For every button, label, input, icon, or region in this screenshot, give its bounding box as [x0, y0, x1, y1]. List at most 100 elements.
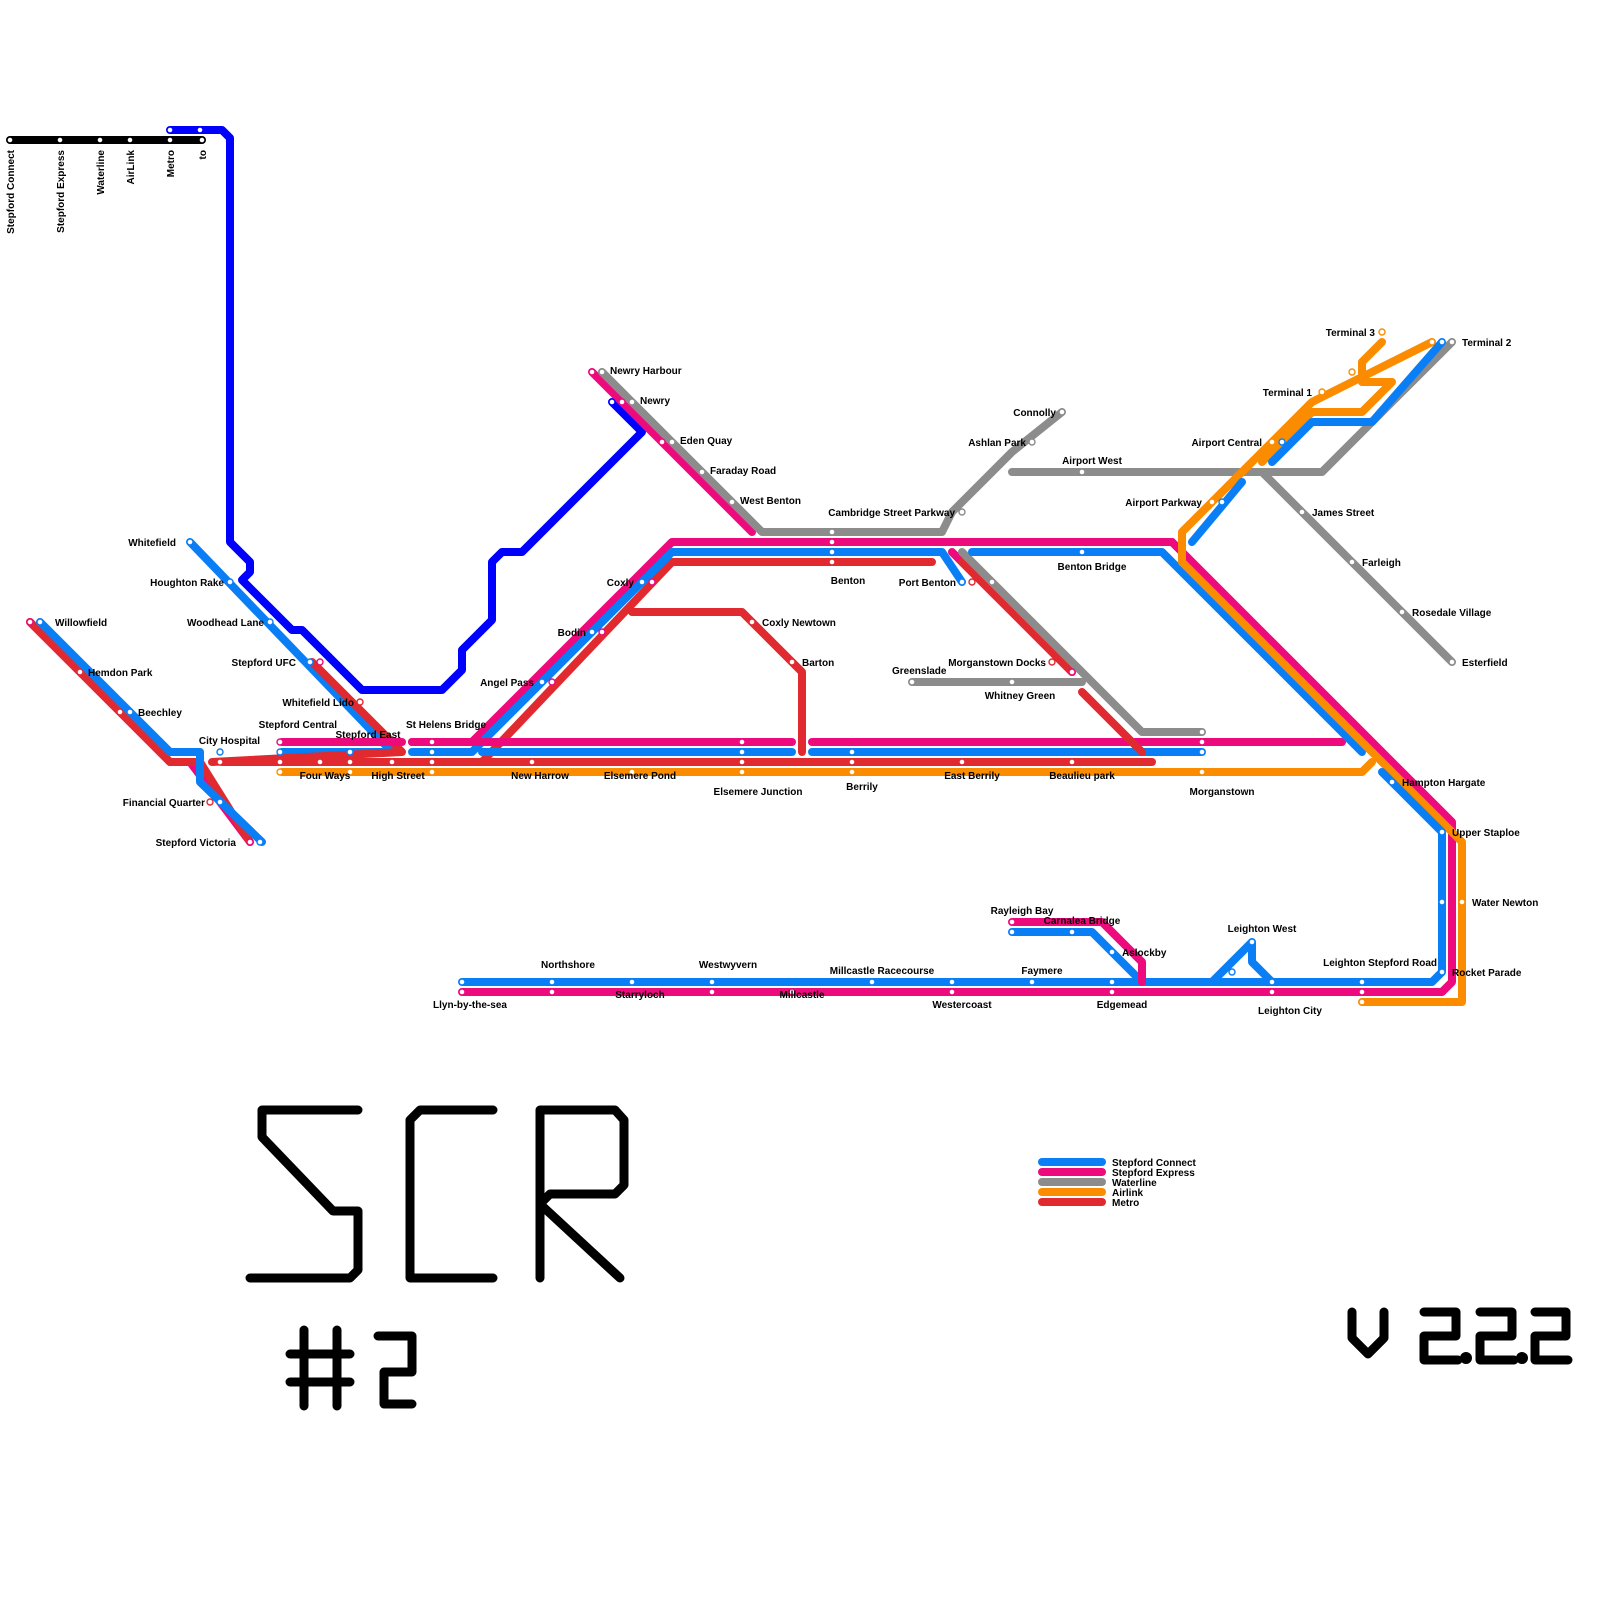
station-label-benton[interactable]: Benton	[831, 576, 865, 587]
station-marker[interactable]	[659, 439, 665, 445]
station-label-coxly[interactable]: Coxly	[607, 578, 635, 589]
station-marker[interactable]	[277, 759, 283, 765]
station-marker[interactable]	[247, 839, 253, 845]
station-label-airport-central[interactable]: Airport Central	[1191, 438, 1262, 449]
station-marker[interactable]	[959, 759, 965, 765]
station-marker[interactable]	[909, 679, 915, 685]
station-label-barton[interactable]: Barton	[802, 658, 834, 669]
station-marker[interactable]	[709, 989, 715, 995]
station-label-berrily[interactable]: Berrily	[846, 782, 878, 793]
station-marker[interactable]	[959, 579, 965, 585]
station-marker[interactable]	[549, 989, 555, 995]
station-label-beechley[interactable]: Beechley	[138, 708, 182, 719]
station-marker[interactable]	[1029, 439, 1035, 445]
station-label-leighton-west[interactable]: Leighton West	[1228, 924, 1297, 935]
station-marker[interactable]	[749, 619, 755, 625]
station-marker[interactable]	[539, 679, 545, 685]
station-label-st-helens-bridge[interactable]: St Helens Bridge	[406, 720, 486, 731]
station-marker[interactable]	[849, 769, 855, 775]
station-label-terminal-3[interactable]: Terminal 3	[1326, 328, 1376, 339]
station-marker[interactable]	[1379, 329, 1385, 335]
station-marker[interactable]	[1229, 969, 1235, 975]
station-marker[interactable]	[829, 559, 835, 565]
station-marker[interactable]	[1269, 979, 1275, 985]
station-label-carnalea-bridge[interactable]: Carnalea Bridge	[1044, 916, 1121, 927]
station-marker[interactable]	[7, 137, 13, 143]
station-marker[interactable]	[1069, 759, 1075, 765]
station-marker[interactable]	[1199, 769, 1205, 775]
station-marker[interactable]	[829, 549, 835, 555]
station-marker[interactable]	[599, 369, 605, 375]
station-marker[interactable]	[869, 979, 875, 985]
station-marker[interactable]	[459, 979, 465, 985]
station-marker[interactable]	[1049, 659, 1055, 665]
station-marker[interactable]	[1009, 679, 1015, 685]
station-label-starryloch[interactable]: Starryloch	[615, 990, 664, 1001]
station-marker[interactable]	[429, 749, 435, 755]
station-label-financial-quarter[interactable]: Financial Quarter	[123, 798, 205, 809]
station-marker[interactable]	[97, 137, 103, 143]
station-label-eden-quay[interactable]: Eden Quay	[680, 436, 733, 447]
station-marker[interactable]	[347, 749, 353, 755]
station-marker[interactable]	[829, 529, 835, 535]
station-label-rosedale-village[interactable]: Rosedale Village	[1412, 608, 1492, 619]
station-label-hampton-hargate[interactable]: Hampton Hargate	[1402, 778, 1486, 789]
station-label-elsemere-junction[interactable]: Elsemere Junction	[714, 787, 803, 798]
station-marker[interactable]	[1059, 409, 1065, 415]
station-marker[interactable]	[389, 759, 395, 765]
station-label-whitefield[interactable]: Whitefield	[128, 538, 176, 549]
station-marker[interactable]	[789, 659, 795, 665]
station-label-woodhead-lane[interactable]: Woodhead Lane	[187, 618, 264, 629]
station-marker[interactable]	[1349, 369, 1355, 375]
station-marker[interactable]	[267, 619, 273, 625]
station-label-airport-parkway[interactable]: Airport Parkway	[1125, 498, 1202, 509]
station-marker[interactable]	[357, 699, 363, 705]
station-marker[interactable]	[1069, 929, 1075, 935]
station-marker[interactable]	[1269, 989, 1275, 995]
station-marker[interactable]	[1359, 989, 1365, 995]
station-label-james-street[interactable]: James Street	[1312, 508, 1375, 519]
station-marker[interactable]	[277, 769, 283, 775]
station-label-hemdon-park[interactable]: Hemdon Park	[88, 668, 153, 679]
station-label-benton-bridge[interactable]: Benton Bridge	[1058, 562, 1127, 573]
station-marker[interactable]	[429, 759, 435, 765]
station-marker[interactable]	[729, 499, 735, 505]
station-marker[interactable]	[1359, 999, 1365, 1005]
station-marker[interactable]	[187, 539, 193, 545]
station-marker[interactable]	[1389, 779, 1395, 785]
station-label-newry-harbour[interactable]: Newry Harbour	[610, 366, 682, 377]
station-marker[interactable]	[649, 579, 655, 585]
station-marker[interactable]	[347, 759, 353, 765]
station-marker[interactable]	[609, 399, 615, 405]
station-marker[interactable]	[529, 759, 535, 765]
station-label-willowfield[interactable]: Willowfield	[55, 618, 107, 629]
station-label-stepford-ufc[interactable]: Stepford UFC	[232, 658, 296, 669]
station-marker[interactable]	[1199, 729, 1205, 735]
station-marker[interactable]	[549, 679, 555, 685]
station-label-water-newton[interactable]: Water Newton	[1472, 898, 1538, 909]
station-marker[interactable]	[127, 137, 133, 143]
station-marker[interactable]	[1209, 499, 1215, 505]
station-marker[interactable]	[1109, 989, 1115, 995]
station-label-angel-pass[interactable]: Angel Pass	[480, 678, 534, 689]
station-label-upper-staploe[interactable]: Upper Staploe	[1452, 828, 1520, 839]
station-label-terminal-1[interactable]: Terminal 1	[1263, 388, 1313, 399]
station-label-bodin[interactable]: Bodin	[558, 628, 586, 639]
station-label-newry[interactable]: Newry	[640, 396, 670, 407]
station-label-west-benton[interactable]: West Benton	[740, 496, 801, 507]
station-marker[interactable]	[227, 579, 233, 585]
station-marker[interactable]	[1439, 899, 1445, 905]
station-marker[interactable]	[167, 137, 173, 143]
station-marker[interactable]	[1449, 659, 1455, 665]
station-marker[interactable]	[599, 629, 605, 635]
station-label-terminal-2[interactable]: Terminal 2	[1462, 338, 1512, 349]
station-marker[interactable]	[77, 669, 83, 675]
station-marker[interactable]	[1249, 939, 1255, 945]
station-marker[interactable]	[699, 469, 705, 475]
station-label-port-benton[interactable]: Port Benton	[899, 578, 956, 589]
station-marker[interactable]	[167, 127, 173, 133]
station-marker[interactable]	[739, 759, 745, 765]
station-marker[interactable]	[739, 749, 745, 755]
station-marker[interactable]	[1319, 389, 1325, 395]
station-label-new-harrow[interactable]: New Harrow	[511, 771, 569, 782]
